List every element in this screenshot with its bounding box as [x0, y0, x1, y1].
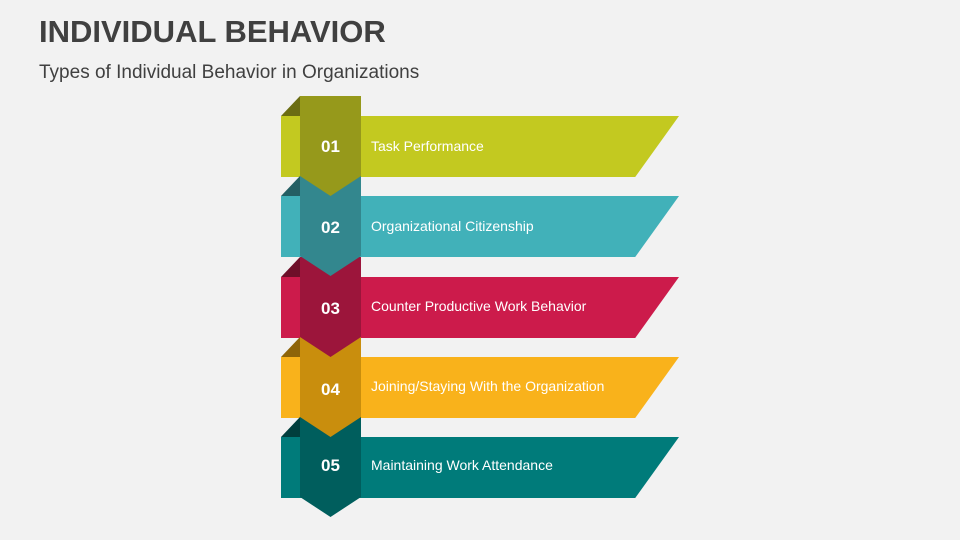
item-label: Maintaining Work Attendance — [371, 457, 553, 473]
item-number: 04 — [321, 380, 340, 399]
number-tab — [300, 96, 361, 196]
item-label: Organizational Citizenship — [371, 218, 534, 234]
item-label: Counter Productive Work Behavior — [371, 298, 587, 314]
fold-corner — [281, 337, 300, 357]
fold-corner — [281, 96, 300, 116]
item-number: 03 — [321, 299, 340, 318]
item-number: 01 — [321, 137, 340, 156]
page-title: INDIVIDUAL BEHAVIOR — [39, 14, 386, 49]
item-number: 02 — [321, 218, 340, 237]
item-number: 05 — [321, 456, 340, 475]
item-label: Task Performance — [371, 138, 484, 154]
fold-corner — [281, 257, 300, 277]
fold-corner — [281, 417, 300, 437]
item-label: Joining/Staying With the Organization — [371, 378, 605, 394]
fold-corner — [281, 176, 300, 196]
page-subtitle: Types of Individual Behavior in Organiza… — [39, 62, 420, 83]
